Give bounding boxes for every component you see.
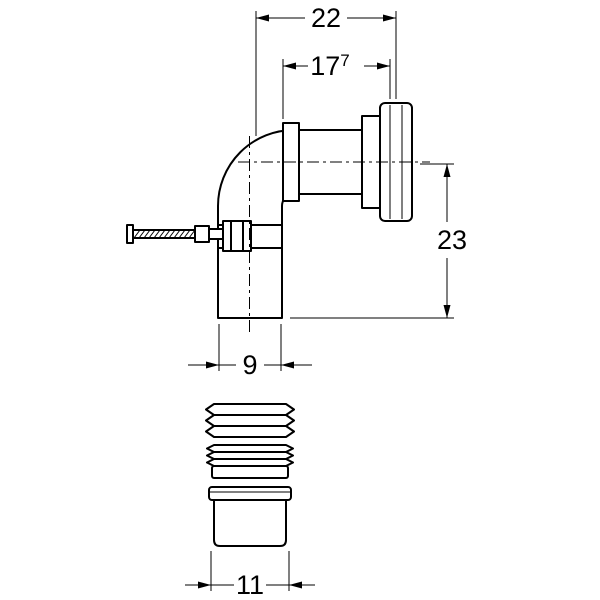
dimension-upper-width: 177	[282, 51, 391, 119]
seal-band	[205, 414, 295, 427]
dimension-label-right: 23	[437, 225, 467, 255]
dimension-label-sleeve: 11	[236, 570, 264, 600]
seal-band	[205, 403, 295, 416]
seal-band	[205, 425, 295, 438]
arrowhead-icon	[377, 62, 390, 70]
dimension-outlet-diameter: 9	[188, 324, 312, 380]
ribbed-seal	[206, 444, 294, 479]
dimension-top-width: 22	[255, 3, 397, 136]
seal-fin	[206, 451, 294, 460]
seal-fin	[206, 458, 294, 467]
arrowhead-icon	[383, 14, 396, 22]
arrowhead-icon	[206, 361, 219, 369]
clamp-bracket	[222, 220, 252, 252]
arrowhead-icon	[281, 361, 294, 369]
connector-sleeve	[208, 486, 292, 547]
dimension-label-upper: 177	[310, 51, 350, 81]
dimension-label-outlet: 9	[242, 350, 257, 380]
thread-hatching-icon	[133, 229, 196, 239]
lip-seal	[205, 403, 295, 438]
sleeve-body	[213, 499, 287, 547]
seal-fin	[206, 444, 294, 453]
elbow-fitting	[217, 102, 413, 319]
clamp-link	[208, 228, 224, 240]
screw-nut	[194, 225, 210, 243]
sleeve-rim	[208, 486, 292, 501]
arrowhead-icon	[289, 581, 302, 589]
arrowhead-icon	[443, 164, 451, 177]
arrowhead-icon	[256, 14, 269, 22]
arrowhead-icon	[198, 581, 211, 589]
seal-base	[211, 465, 289, 479]
mounting-screw	[126, 220, 252, 252]
arrowhead-icon	[283, 62, 296, 70]
dimension-sleeve-diameter: 11	[185, 551, 315, 600]
dimension-label-top: 22	[311, 3, 341, 33]
dimension-right-height: 23	[290, 163, 467, 319]
arrowhead-icon	[443, 305, 451, 318]
